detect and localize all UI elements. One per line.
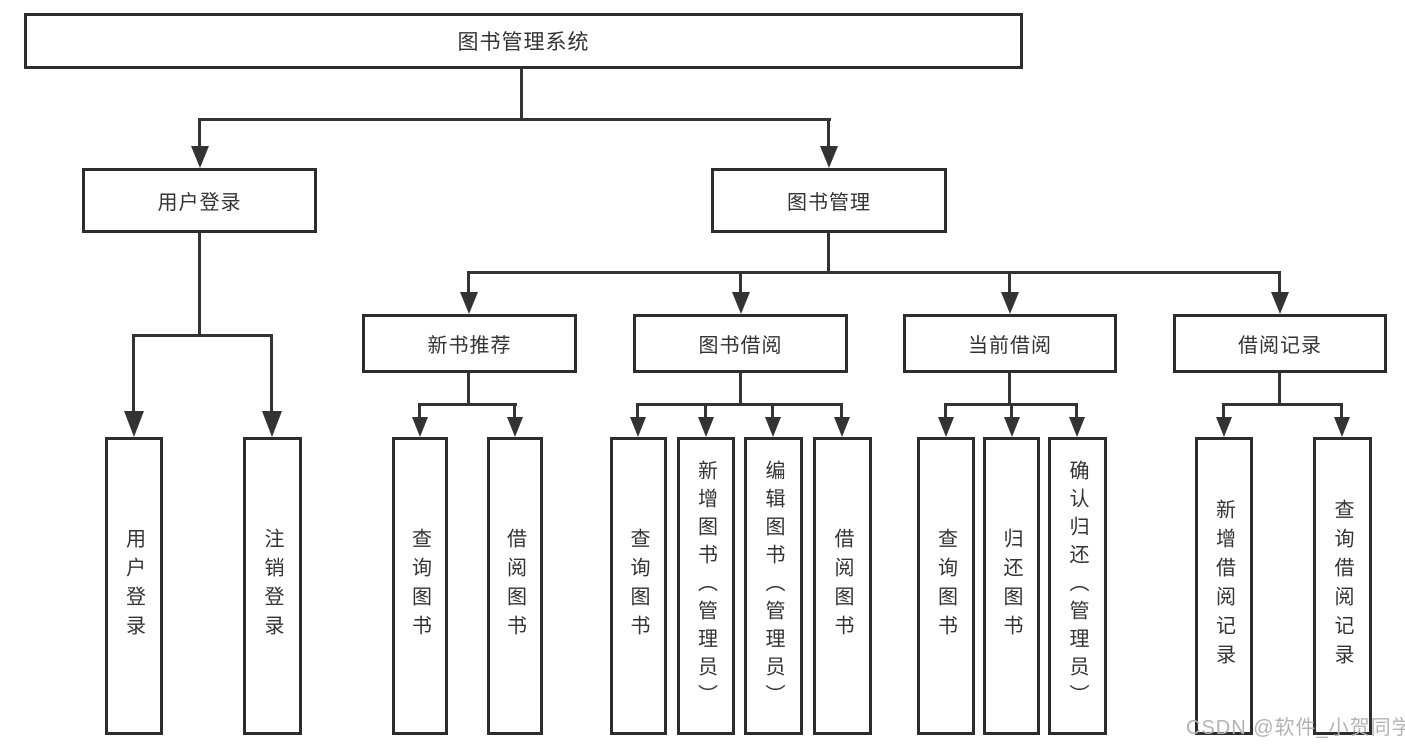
connector-arrow-g3c4-stem [840, 403, 843, 417]
connector-arrow-book-borrow-stem [739, 271, 742, 292]
connector-user-login-stem [198, 233, 201, 336]
arrowhead-user-login [191, 146, 209, 168]
leaf-return-books: 归还图书 [983, 437, 1040, 735]
connector-user-login-branch [132, 334, 273, 337]
connector-borrow-records-group-branch [1222, 403, 1343, 406]
leaf-confirm-return-admin: 确认归还（管理员） [1048, 437, 1107, 735]
connector-arrow-g3c3-stem [771, 403, 774, 417]
leaf-query-books-current-label: 查询图书 [934, 528, 957, 644]
connector-arrow-g5c1-stem [1222, 403, 1225, 417]
arrowhead-borrow-records [1271, 292, 1289, 314]
node-book-borrow: 图书借阅 [633, 314, 848, 373]
arrowhead-leaf-login [124, 411, 144, 437]
connector-book-mgmt-stem [827, 233, 830, 273]
connector-arrow-leaf-login-stem [132, 334, 135, 411]
leaf-edit-books-admin-label: 编辑图书（管理员） [762, 460, 784, 712]
arrowhead-g3c1 [630, 417, 646, 437]
node-root: 图书管理系统 [24, 13, 1023, 69]
arrowhead-new-book-rec [460, 292, 478, 314]
arrowhead-g5c2 [1334, 417, 1350, 437]
leaf-borrow-books-label: 借阅图书 [831, 528, 853, 644]
leaf-add-borrow-record-label: 新增借阅记录 [1212, 499, 1235, 673]
arrowhead-g4c2 [1004, 417, 1020, 437]
leaf-logout: 注销登录 [243, 437, 302, 735]
leaf-user-login: 用户登录 [105, 437, 163, 735]
connector-arrow-borrow-records-stem [1278, 271, 1281, 292]
leaf-query-books-recommend: 查询图书 [392, 437, 448, 735]
node-book-borrow-label: 图书借阅 [698, 335, 783, 357]
leaf-add-books-admin: 新增图书（管理员） [677, 437, 735, 735]
arrowhead-book-mgmt [820, 146, 838, 168]
node-current-borrow: 当前借阅 [903, 314, 1117, 373]
leaf-query-books-recommend-label: 查询图书 [408, 528, 431, 644]
leaf-return-books-label: 归还图书 [1000, 528, 1022, 644]
connector-arrow-g3c2-stem [704, 403, 707, 417]
connector-arrow-g4c3-stem [1075, 403, 1078, 417]
connector-new-book-group-branch [418, 403, 517, 406]
connector-arrow-leaf-logout-stem [270, 334, 273, 411]
leaf-query-borrow-record: 查询借阅记录 [1313, 437, 1372, 735]
leaf-borrow-books-recommend: 借阅图书 [487, 437, 543, 735]
leaf-add-borrow-record: 新增借阅记录 [1195, 437, 1253, 735]
leaf-query-books-current: 查询图书 [917, 437, 975, 735]
leaf-add-books-admin-label: 新增图书（管理员） [694, 460, 717, 712]
node-root-label: 图书管理系统 [457, 31, 590, 54]
connector-arrow-g3c1-stem [636, 403, 639, 417]
arrowhead-g3c3 [765, 417, 781, 437]
connector-arrow-current-borrow-stem [1008, 271, 1011, 292]
node-user-login-label: 用户登录 [157, 192, 242, 214]
arrowhead-g4c3 [1069, 417, 1085, 437]
connector-book-borrow-group-branch [636, 403, 843, 406]
connector-current-borrow-group-stem [1008, 373, 1011, 405]
arrowhead-g5c1 [1216, 417, 1232, 437]
node-user-login: 用户登录 [82, 168, 317, 233]
leaf-query-books-borrow-label: 查询图书 [627, 528, 649, 644]
connector-arrow-g2c2-stem [513, 403, 516, 417]
arrowhead-g3c4 [834, 417, 850, 437]
connector-new-book-group-stem [467, 373, 470, 405]
connector-arrow-g5c2-stem [1340, 403, 1343, 417]
connector-borrow-records-group-stem [1278, 373, 1281, 405]
arrowhead-book-borrow [732, 292, 750, 314]
node-borrow-records: 借阅记录 [1173, 314, 1387, 373]
leaf-logout-label: 注销登录 [261, 528, 283, 644]
leaf-confirm-return-admin-label: 确认归还（管理员） [1066, 460, 1088, 712]
connector-arrow-g4c1-stem [944, 403, 947, 417]
connector-root-stem [520, 69, 523, 119]
node-book-mgmt: 图书管理 [711, 168, 947, 233]
arrowhead-g3c2 [698, 417, 714, 437]
arrowhead-current-borrow [1001, 292, 1019, 314]
connector-arrow-book-mgmt-stem [827, 118, 830, 146]
leaf-query-borrow-record-label: 查询借阅记录 [1331, 499, 1353, 673]
leaf-borrow-books-recommend-label: 借阅图书 [503, 528, 526, 644]
arrowhead-g4c1 [938, 417, 954, 437]
leaf-user-login-label: 用户登录 [122, 528, 145, 644]
arrowhead-leaf-logout [262, 411, 282, 437]
node-book-mgmt-label: 图书管理 [787, 192, 871, 214]
leaf-borrow-books: 借阅图书 [813, 437, 872, 735]
node-borrow-records-label: 借阅记录 [1238, 335, 1322, 357]
arrowhead-g2c1 [412, 417, 428, 437]
connector-arrow-user-login-stem [198, 118, 201, 146]
connector-book-borrow-group-stem [739, 373, 742, 405]
arrowhead-g2c2 [507, 417, 523, 437]
connector-arrow-g2c1-stem [418, 403, 421, 417]
leaf-edit-books-admin: 编辑图书（管理员） [744, 437, 803, 735]
node-current-borrow-label: 当前借阅 [968, 335, 1052, 357]
watermark: CSDN @软件_小贺同学 [1186, 717, 1405, 739]
connector-level3-branch [467, 271, 1281, 274]
connector-arrow-new-book-stem [467, 271, 470, 292]
connector-arrow-g4c2-stem [1010, 403, 1013, 417]
connector-level1-branch [199, 118, 831, 121]
node-new-book-rec-label: 新书推荐 [427, 335, 512, 357]
leaf-query-books-borrow: 查询图书 [610, 437, 667, 735]
node-new-book-rec: 新书推荐 [362, 314, 577, 373]
